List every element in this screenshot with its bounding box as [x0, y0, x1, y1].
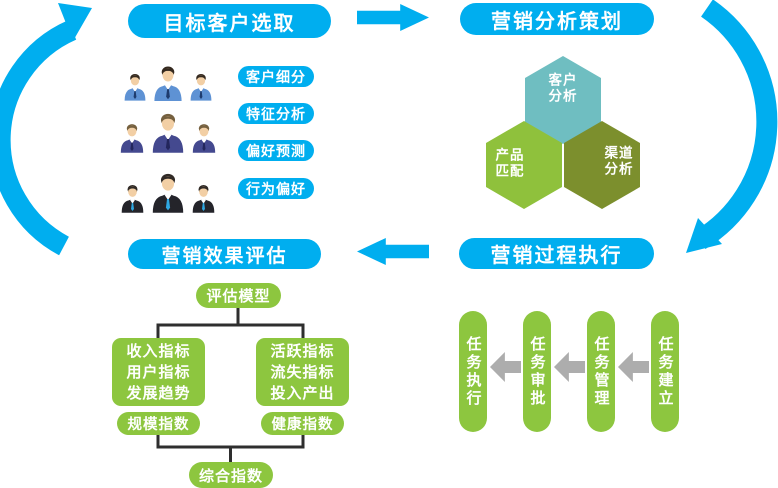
box-line: 发展趋势: [126, 384, 191, 402]
box-line: 活跃指标: [270, 342, 335, 360]
node-marketing-process-execution: 营销过程执行: [459, 238, 654, 269]
revenue-indicators-box: 收入指标 用户指标 发展趋势: [112, 338, 205, 406]
stage-task-create: 任务建立: [651, 311, 679, 432]
stage-task-manage: 任务管理: [587, 311, 615, 432]
hexagon-label-product: 产品匹配: [495, 147, 525, 179]
label-preference-prediction: 偏好预测: [238, 140, 314, 161]
stage-arrow-left-icon: [618, 352, 649, 382]
stage-arrow-left-icon: [554, 352, 585, 382]
people-group-blue-icon: [117, 59, 219, 101]
cycle-arc-left-icon: [0, 3, 92, 256]
scale-index-pill: 规模指数: [117, 412, 200, 435]
people-group-navy-icon: [115, 105, 221, 153]
evaluation-model-pill: 评估模型: [196, 283, 281, 308]
flow-arrow-left-icon: [357, 238, 429, 265]
health-index-pill: 健康指数: [261, 412, 344, 435]
label-behavior-preference: 行为偏好: [238, 178, 314, 199]
cycle-arc-right-icon: [686, 0, 778, 253]
flow-arrow-right-icon: [357, 4, 429, 31]
node-target-customer-selection: 目标客户选取: [128, 4, 331, 38]
composite-index-pill: 综合指数: [189, 462, 273, 488]
box-line: 投入产出: [270, 384, 335, 402]
label-customer-segmentation: 客户细分: [238, 66, 314, 87]
node-marketing-effect-evaluation: 营销效果评估: [128, 239, 321, 269]
hexagon-product-matching: [486, 121, 562, 209]
stage-task-execute: 任务执行: [459, 311, 487, 432]
activity-indicators-box: 活跃指标 流失指标 投入产出: [256, 338, 349, 406]
hexagon-channel-analysis: [564, 121, 640, 209]
node-marketing-analysis-planning: 营销分析策划: [460, 3, 654, 35]
hexagon-label-customer: 客户分析: [548, 72, 578, 104]
hexagon-customer-analysis: [525, 56, 601, 144]
label-feature-analysis: 特征分析: [238, 103, 314, 124]
box-line: 用户指标: [126, 363, 191, 381]
box-line: 流失指标: [270, 363, 335, 381]
people-group-black-icon: [116, 164, 220, 213]
hexagon-trefoil: 客户分析 产品匹配 渠道分析: [480, 52, 646, 214]
hexagon-label-channel: 渠道分析: [604, 145, 634, 177]
stage-task-review: 任务审批: [523, 311, 551, 432]
stage-arrow-left-icon: [490, 352, 521, 382]
box-line: 收入指标: [126, 342, 191, 360]
